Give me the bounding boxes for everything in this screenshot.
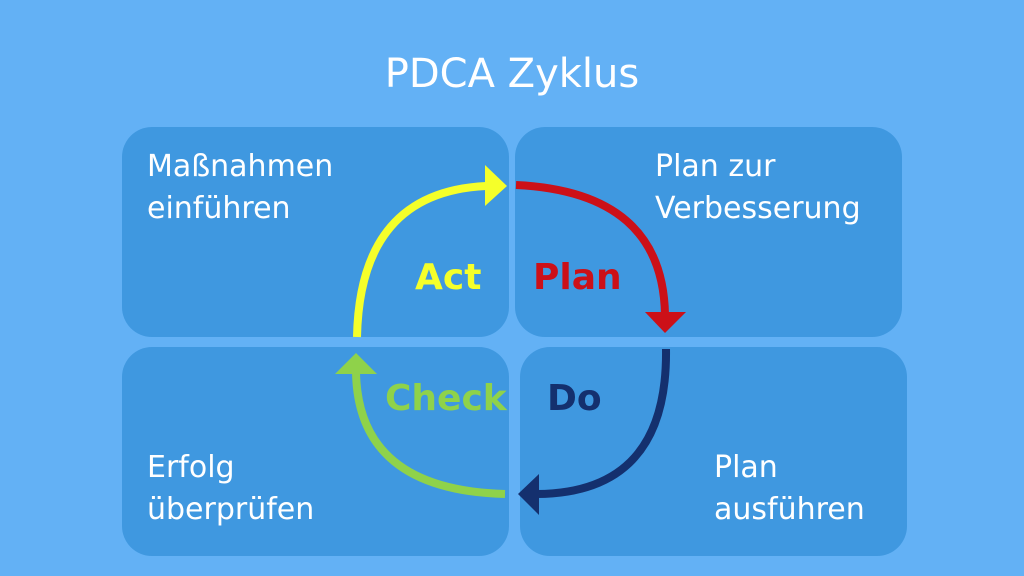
plan-description-line-1: Plan zur [655,149,776,184]
phase-label-do: Do [547,378,602,419]
act-arrow [353,182,487,338]
check-description: Erfolg überprüfen [147,447,314,531]
quadrant-check [122,347,509,556]
plan-arrowhead [645,312,686,333]
phase-label-check: Check [385,378,507,419]
do-description-line-1: Plan [714,450,778,485]
act-description-line-2: einführen [147,191,291,226]
check-description-line-1: Erfolg [147,450,235,485]
quadrant-do [520,347,907,556]
plan-arrow [515,181,669,316]
quadrant-act [122,127,509,337]
do-description-line-2: ausführen [714,492,865,527]
do-arrowhead [518,474,539,515]
act-description: Maßnahmen einführen [147,146,333,230]
check-description-line-2: überprüfen [147,492,315,527]
do-description: Plan ausführen [714,447,865,531]
plan-description: Plan zur Verbesserung [655,146,861,230]
page-title: PDCA Zyklus [384,51,640,97]
quadrant-plan [515,127,902,337]
phase-label-plan: Plan [533,257,622,298]
phase-label-act: Act [415,257,482,298]
act-arrowhead [485,165,507,206]
do-arrow [536,348,671,498]
check-arrowhead [335,353,377,374]
act-description-line-1: Maßnahmen [147,149,334,184]
check-arrow [352,371,506,498]
plan-description-line-2: Verbesserung [655,191,861,226]
